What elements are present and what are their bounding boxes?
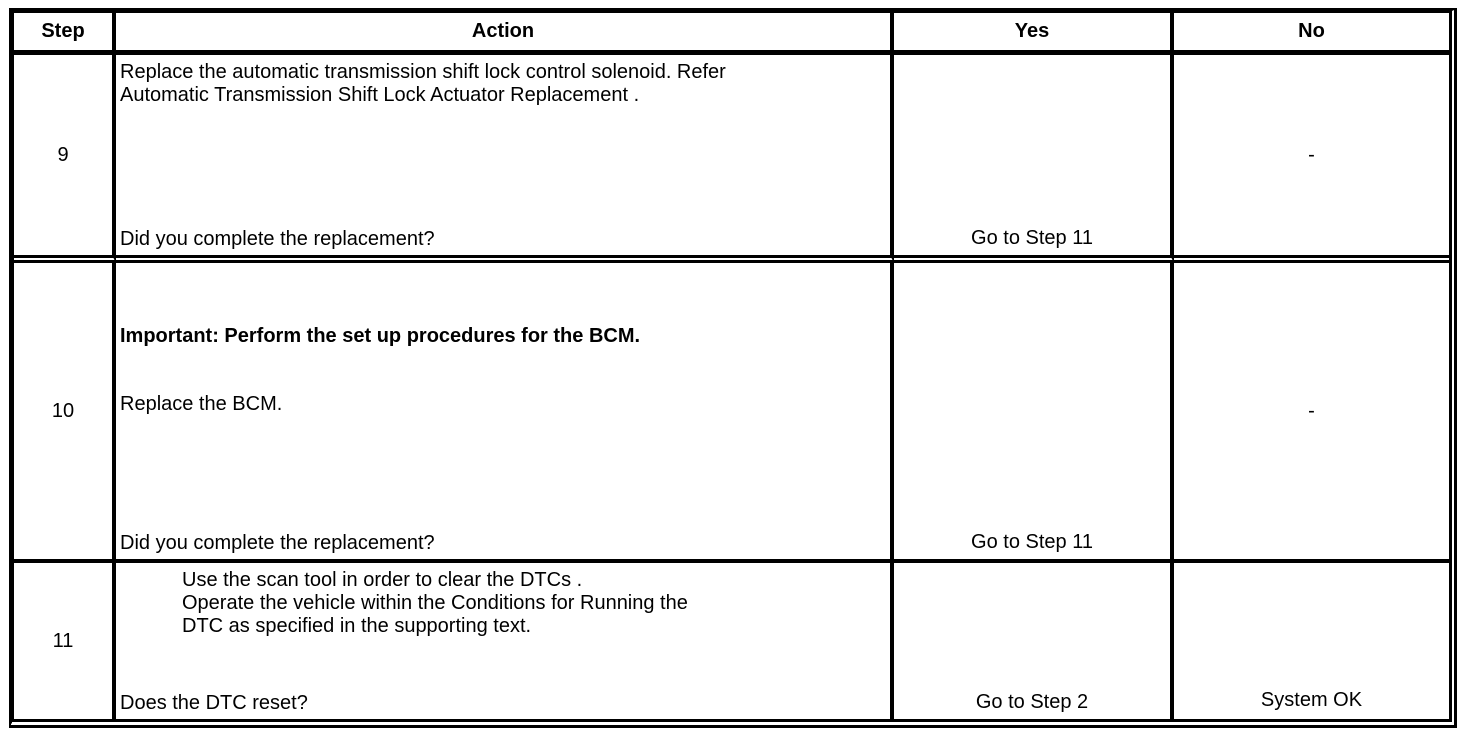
yes-cell-step10: Go to Step 11	[894, 263, 1174, 563]
yes-result: Go to Step 2	[975, 691, 1089, 713]
spacer	[120, 638, 884, 692]
column-header-step: Step	[14, 13, 116, 55]
action-line: Automatic Transmission Shift Lock Actuat…	[120, 84, 640, 106]
action-question: Did you complete the replacement?	[120, 532, 435, 554]
column-header-yes: Yes	[894, 13, 1174, 55]
step-number: 11	[52, 629, 74, 652]
no-result: -	[1308, 399, 1315, 422]
action-line: Replace the automatic transmission shift…	[120, 61, 726, 83]
spacer	[120, 416, 884, 532]
action-line: DTC as specified in the supporting text.	[182, 615, 532, 637]
action-line: Use the scan tool in order to clear the …	[182, 569, 583, 591]
action-question: Does the DTC reset?	[120, 692, 308, 714]
header-yes-label: Yes	[1014, 20, 1050, 42]
step-number: 10	[51, 399, 75, 422]
action-text: Use the scan tool in order to clear the …	[182, 569, 884, 638]
step-number: 9	[57, 143, 69, 166]
diagnostic-step-table: Step Action Yes No 9 Replace the automat…	[9, 8, 1457, 728]
header-no-label: No	[1298, 20, 1325, 42]
header-step-label: Step	[41, 20, 85, 42]
action-text: Replace the BCM.	[120, 393, 283, 415]
column-header-no: No	[1174, 13, 1449, 55]
action-question: Did you complete the replacement?	[120, 228, 435, 250]
important-note: Important: Perform the set up procedures…	[120, 325, 641, 347]
step-number-cell: 10	[14, 263, 116, 563]
step-number-cell: 9	[14, 55, 116, 263]
yes-result: Go to Step 11	[971, 531, 1093, 553]
yes-result: Go to Step 11	[971, 227, 1093, 249]
column-header-action: Action	[116, 13, 894, 55]
yes-cell-step11: Go to Step 2	[894, 563, 1174, 719]
no-cell-step10: -	[1174, 263, 1449, 563]
no-cell-step11: System OK	[1174, 563, 1449, 719]
no-cell-step9: -	[1174, 55, 1449, 263]
action-text: Replace the automatic transmission shift…	[120, 61, 884, 107]
no-result: System OK	[1260, 689, 1363, 711]
action-cell-step11: Use the scan tool in order to clear the …	[116, 563, 894, 719]
step-number-cell: 11	[14, 563, 116, 719]
action-line: Operate the vehicle within the Condition…	[182, 592, 688, 614]
action-cell-step10: Important: Perform the set up procedures…	[116, 263, 894, 563]
action-cell-step9: Replace the automatic transmission shift…	[116, 55, 894, 263]
no-result: -	[1308, 143, 1315, 166]
spacer	[120, 107, 884, 228]
yes-cell-step9: Go to Step 11	[894, 55, 1174, 263]
header-action-label: Action	[471, 20, 535, 42]
